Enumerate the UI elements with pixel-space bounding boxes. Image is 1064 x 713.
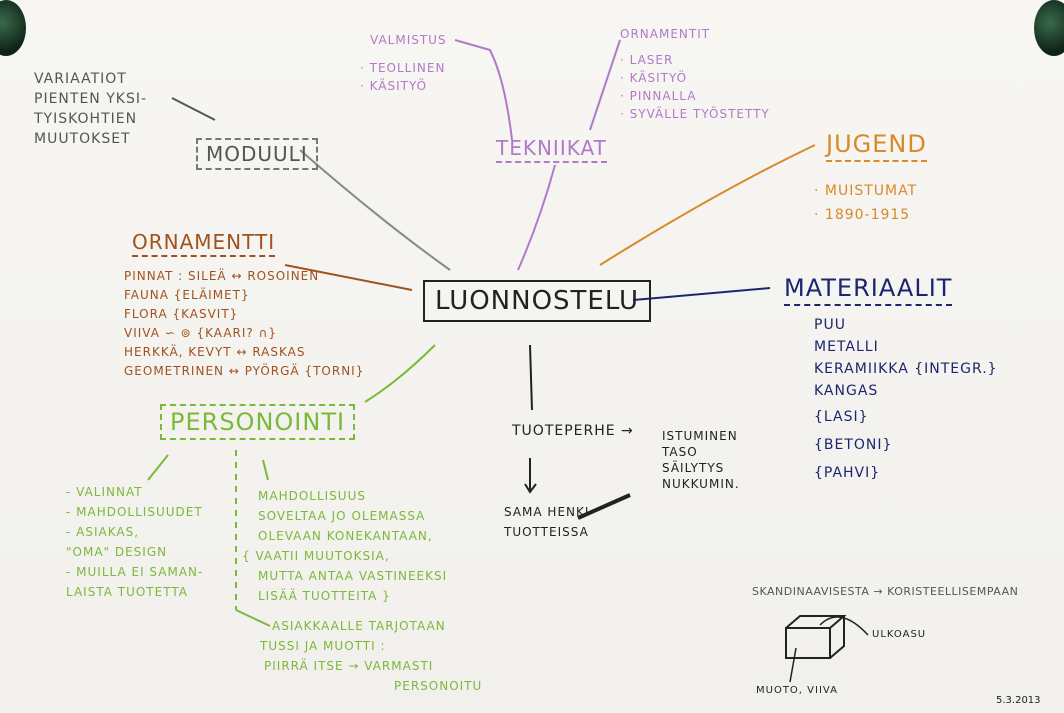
- personointi-node: PERSONOINTI: [160, 404, 356, 440]
- ornamentit-list: · LASER · KÄSITYÖ · PINNALLA · SYVÄLLE T…: [620, 54, 770, 126]
- ornamentti-item: HERKKÄ, KEVYT ↔ RASKAS: [124, 345, 306, 359]
- ornamentit-item: · PINNALLA: [620, 89, 697, 103]
- personointi-mid-item: { VAATII MUUTOKSIA,: [242, 549, 390, 563]
- personointi-mid-item: SOVELTAA JO OLEMASSA: [258, 509, 426, 523]
- center-node: LUONNOSTELU: [423, 280, 652, 322]
- note-line: PIENTEN YKSI-: [34, 91, 148, 107]
- ulkoasu-label: ULKOASU: [872, 629, 927, 640]
- valmistus-list: · TEOLLINEN · KÄSITYÖ: [360, 62, 445, 98]
- personointi-mid-list: MAHDOLLISUUS SOVELTAA JO OLEMASSA OLEVAA…: [242, 490, 447, 608]
- tuoteperhe-item: SÄILYTYS: [662, 461, 725, 475]
- materiaalit-item: {BETONI}: [814, 437, 893, 453]
- personointi-mid-item: OLEVAAN KONEKANTAAN,: [258, 529, 433, 543]
- tuoteperhe-item: ISTUMINEN: [662, 429, 738, 443]
- tuoteperhe-item: NUKKUMIN.: [662, 477, 740, 491]
- ornamentti-title: ORNAMENTTI: [132, 232, 276, 257]
- skandinaavisesta-note: SKANDINAAVISESTA → KORISTEELLISEMPAAN: [752, 585, 1019, 598]
- valmistus-item: · TEOLLINEN: [360, 61, 446, 75]
- ornamentti-item: PINNAT : SILEÄ ↔ ROSOINEN: [124, 269, 320, 283]
- date-label: 5.3.2013: [996, 695, 1041, 706]
- personointi-bottom-item: TUSSI JA MUOTTI :: [260, 639, 386, 653]
- muoto-label: MUOTO, VIIVA: [756, 685, 838, 696]
- variaatiot-note: VARIAATIOT PIENTEN YKSI- TYISKOHTIEN MUU…: [34, 72, 147, 152]
- ornamentti-item: FLORA {KASVIT}: [124, 307, 239, 321]
- personointi-bottom-item: ASIAKKAALLE TARJOTAAN: [272, 619, 446, 633]
- ornamentti-list: PINNAT : SILEÄ ↔ ROSOINEN FAUNA {ELÄIMET…: [124, 270, 364, 383]
- jugend-item: · MUISTUMAT: [814, 183, 918, 199]
- materiaalit-item: KANGAS: [814, 383, 879, 399]
- personointi-left-list: - VALINNAT - MAHDOLLISUUDET - ASIAKAS, "…: [66, 486, 203, 604]
- personointi-left-item: - ASIAKAS,: [66, 525, 140, 539]
- ornamentit-item: · SYVÄLLE TYÖSTETTY: [620, 107, 770, 121]
- personointi-mid-item: MUTTA ANTAA VASTINEEKSI: [258, 569, 448, 583]
- personointi-left-item: - MUILLA EI SAMAN-: [66, 565, 204, 579]
- materiaalit-item: {LASI}: [814, 409, 869, 425]
- valmistus-title: VALMISTUS: [370, 33, 447, 47]
- tuoteperhe-list: ISTUMINEN TASO SÄILYTYS NUKKUMIN.: [662, 430, 740, 496]
- personointi-mid-item: MAHDOLLISUUS: [258, 489, 366, 503]
- ornamentti-item: VIIVA ∽ ⊚ {KAARI? ∩}: [124, 326, 278, 340]
- note-line: TYISKOHTIEN: [34, 111, 138, 127]
- personointi-mid-item: LISÄÄ TUOTTEITA }: [258, 589, 391, 603]
- tuoteperhe-item: TASO: [662, 445, 698, 459]
- tekniikat-node: TEKNIIKAT: [496, 138, 607, 163]
- materiaalit-title: MATERIAALIT: [784, 276, 953, 306]
- personointi-left-item: - VALINNAT: [66, 485, 143, 499]
- note-line: TUOTTEISSA: [504, 525, 589, 539]
- ornamentti-item: GEOMETRINEN ↔ PYÖRGÄ {TORNI}: [124, 364, 365, 378]
- note-line: VARIAATIOT: [34, 71, 127, 87]
- personointi-left-item: - MAHDOLLISUUDET: [66, 505, 203, 519]
- materiaalit-item: PUU: [814, 317, 846, 333]
- materiaalit-item: KERAMIIKKA {INTEGR.}: [814, 361, 998, 377]
- tuoteperhe-label: TUOTEPERHE →: [512, 423, 634, 439]
- note-line: SAMA HENKI: [504, 505, 590, 519]
- jugend-list: · MUISTUMAT · 1890-1915: [814, 184, 917, 228]
- valmistus-item: · KÄSITYÖ: [360, 79, 428, 93]
- personointi-left-item: "OMA" DESIGN: [66, 545, 168, 559]
- ornamentti-item: FAUNA {ELÄIMET}: [124, 288, 250, 302]
- sama-henki-note: SAMA HENKI TUOTTEISSA: [504, 506, 589, 544]
- materiaalit-list: PUU METALLI KERAMIIKKA {INTEGR.} KANGAS …: [814, 318, 998, 486]
- ornamentit-title: ORNAMENTIT: [620, 27, 711, 41]
- note-line: MUUTOKSET: [34, 131, 131, 147]
- personointi-bottom-item: PERSONOITU: [394, 679, 483, 693]
- moduuli-node: MODUULI: [196, 138, 318, 170]
- materiaalit-item: {PAHVI}: [814, 465, 881, 481]
- ornamentit-item: · KÄSITYÖ: [620, 71, 688, 85]
- magnet-right: [1034, 0, 1064, 56]
- ornamentit-item: · LASER: [620, 53, 674, 67]
- personointi-bottom-list: ASIAKKAALLE TARJOTAAN TUSSI JA MUOTTI : …: [260, 619, 483, 698]
- jugend-title: JUGEND: [826, 132, 927, 162]
- personointi-left-item: LAISTA TUOTETTA: [66, 585, 188, 599]
- materiaalit-item: METALLI: [814, 339, 879, 355]
- jugend-item: · 1890-1915: [814, 207, 911, 223]
- personointi-bottom-item: PIIRRÄ ITSE → VARMASTI: [264, 659, 434, 673]
